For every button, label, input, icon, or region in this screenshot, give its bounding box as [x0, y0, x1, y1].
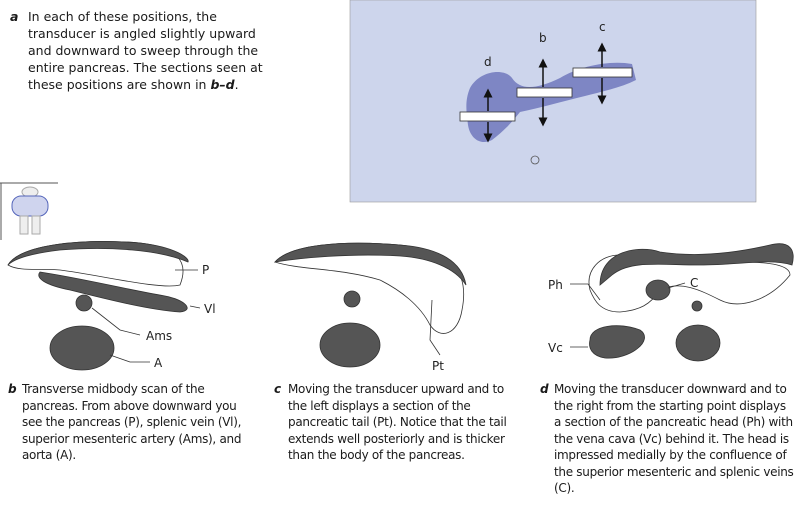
label-d: d — [484, 55, 492, 69]
caption-letter: c — [274, 382, 281, 396]
diagram-d — [570, 243, 794, 362]
transducer-c — [572, 67, 633, 78]
label-b: b — [539, 31, 547, 45]
transducer-b — [516, 87, 573, 98]
arrow-icons — [483, 42, 607, 143]
label-pt: Pt — [432, 359, 444, 373]
caption-text: Moving the transducer upward and to the … — [288, 382, 507, 462]
caption-d: d Moving the transducer downward and to … — [540, 381, 795, 497]
label-vl: Vl — [204, 302, 216, 316]
caption-text: Transverse midbody scan of the pancreas.… — [22, 382, 242, 462]
caption-letter: a — [10, 9, 19, 24]
caption-letter: b — [8, 382, 17, 396]
diagram-c — [273, 242, 467, 368]
caption-b: b Transverse midbody scan of the pancrea… — [8, 381, 258, 464]
caption-letter: d — [540, 382, 549, 396]
label-c: c — [599, 20, 606, 34]
label-a: A — [154, 356, 163, 370]
vessel-circle — [530, 155, 540, 165]
body-thumbnail-icon — [0, 182, 58, 240]
caption-ref: b–d — [210, 77, 235, 92]
pancreas-shape — [466, 62, 636, 143]
caption-end: . — [234, 77, 239, 92]
caption-text: Moving the transducer downward and to th… — [554, 382, 794, 495]
label-c-conf: C — [690, 276, 698, 290]
label-p: P — [202, 263, 209, 277]
transducer-d — [459, 111, 516, 122]
caption-text: In each of these positions, the transduc… — [28, 9, 263, 92]
caption-c: c Moving the transducer upward and to th… — [274, 381, 524, 464]
diagram-b — [7, 241, 201, 371]
label-vc: Vc — [548, 341, 563, 355]
caption-a: a In each of these positions, the transd… — [10, 8, 280, 93]
label-ams: Ams — [146, 329, 172, 343]
label-ph: Ph — [548, 278, 563, 292]
